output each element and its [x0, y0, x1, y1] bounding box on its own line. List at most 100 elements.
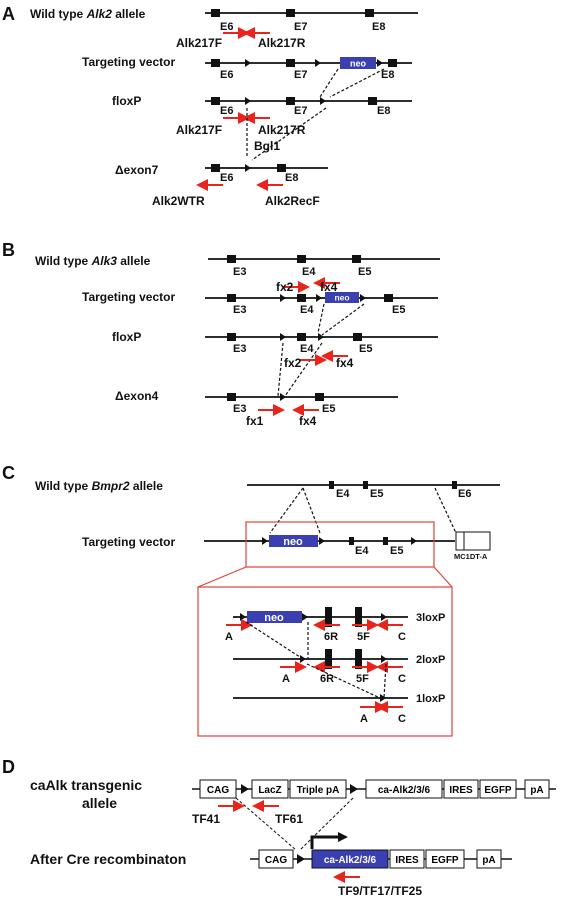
- primer-label: C: [398, 631, 406, 643]
- exon-label: E8: [381, 69, 394, 81]
- loxp-triangle: [241, 784, 249, 794]
- primer-label: Alk217R: [258, 123, 306, 137]
- exon-block: [286, 97, 295, 105]
- exon-label: E6: [458, 488, 471, 500]
- exon-block: [365, 9, 374, 17]
- loxp-triangle: [300, 655, 306, 663]
- svg-text:Triple pA: Triple pA: [297, 785, 340, 796]
- loxp-triangle: [380, 694, 386, 702]
- row-label-targeting-vector: Targeting vector: [82, 290, 175, 304]
- primer-label: A: [282, 673, 290, 685]
- row-label-transgenic: caAlk transgenic: [30, 777, 142, 793]
- exon-block: [286, 59, 295, 67]
- loxp-triangle: [245, 59, 251, 67]
- recombination-dash: [235, 797, 297, 851]
- primer-label: A: [225, 631, 233, 643]
- recombination-dash: [284, 342, 323, 397]
- exon-label: E3: [233, 343, 246, 355]
- mc1dta-cassette: [455, 531, 491, 551]
- recombination-dash: [383, 663, 387, 699]
- exon-label: E7: [294, 21, 307, 33]
- loxp-triangle: [318, 333, 324, 341]
- recombination-dash: [319, 68, 339, 98]
- zoom-connector: [197, 566, 247, 588]
- exon-label: E3: [233, 403, 246, 415]
- svg-text:ca-Alk2/3/6: ca-Alk2/3/6: [324, 855, 377, 866]
- row-label-wild-type-bmpr2: Wild type Bmpr2 allele: [35, 479, 163, 493]
- loxp-triangle: [319, 537, 325, 545]
- panel-letter-b: B: [2, 240, 15, 260]
- exon-block: [325, 649, 332, 669]
- row-label-floxp: floxP: [112, 94, 141, 108]
- neo-label: neo: [334, 293, 349, 303]
- primer-label: Alk2RecF: [265, 194, 320, 208]
- svg-text:EGFP: EGFP: [484, 785, 512, 796]
- neo-cassette: [269, 535, 318, 547]
- recombination-dash: [321, 303, 365, 336]
- exon-block: [211, 9, 220, 17]
- neo-cassette: [340, 57, 376, 69]
- row-label-transgenic-line2: allele: [82, 795, 117, 811]
- recombination-dash: [277, 342, 284, 397]
- exon-block: [353, 333, 362, 341]
- primer-label: Alk217F: [176, 123, 222, 137]
- loxp-triangle: [316, 294, 322, 302]
- panel-letter-c: C: [2, 463, 15, 483]
- zoom-source-box: [245, 521, 435, 568]
- primer-label: C: [398, 673, 406, 685]
- loxp-triangle: [240, 613, 246, 621]
- primer-label: fx4: [299, 414, 317, 428]
- loxp-triangle: [262, 537, 268, 545]
- recombination-dash: [245, 621, 304, 660]
- exon-block: [297, 294, 306, 302]
- pa-box: pA: [476, 849, 502, 869]
- exon-block: [355, 649, 362, 669]
- primer-label: fx1: [246, 414, 264, 428]
- recombination-dash: [251, 107, 327, 161]
- exon-block: [315, 393, 324, 401]
- svg-text:CAG: CAG: [207, 785, 229, 796]
- svg-text:ca-Alk2/3/6: ca-Alk2/3/6: [378, 785, 431, 796]
- exon-label: E4: [302, 266, 316, 278]
- exon-label: E8: [377, 105, 390, 117]
- panel-letter-a: A: [2, 4, 15, 24]
- egfp-box: EGFP: [425, 849, 465, 869]
- primer-label: fx2: [284, 356, 302, 370]
- recombination-dash: [306, 663, 381, 699]
- svg-text:IRES: IRES: [449, 785, 473, 796]
- panel-a: A Wild type Alk2 allele Targeting vector…: [2, 4, 418, 208]
- exon-label: E4: [355, 545, 369, 557]
- zoom-connector: [433, 566, 453, 588]
- loxp-triangle: [381, 613, 387, 621]
- exon-block: [363, 481, 368, 489]
- loxp-triangle: [360, 294, 366, 302]
- svg-text:IRES: IRES: [395, 855, 419, 866]
- loxp-triangle: [245, 164, 251, 172]
- row-label-delta-exon4: Δexon4: [115, 389, 159, 403]
- exon-block: [352, 255, 361, 263]
- loxp-triangle: [245, 97, 251, 105]
- homology-arm-dash: [434, 487, 457, 534]
- exon-label: E5: [370, 488, 383, 500]
- loxp-triangle: [350, 784, 358, 794]
- loxp-triangle: [297, 854, 305, 864]
- row-label-wild-type-alk3: Wild type Alk3 allele: [35, 254, 151, 268]
- exon-block: [227, 333, 236, 341]
- exon-label: E5: [359, 343, 372, 355]
- panel-letter-d: D: [2, 757, 15, 777]
- svg-text:CAG: CAG: [265, 855, 287, 866]
- loxp-triangle: [280, 393, 286, 401]
- recombination-dash: [299, 797, 354, 851]
- primer-label: 6R: [324, 631, 338, 643]
- exon-label: E5: [358, 266, 371, 278]
- primer-label: TF9/TF17/TF25: [338, 884, 422, 898]
- loxp-triangle: [302, 613, 308, 621]
- cassette-label: MC1DT-A: [454, 552, 488, 561]
- svg-text:pA: pA: [482, 855, 495, 866]
- exon-label: E4: [300, 343, 314, 355]
- exon-label: E6: [220, 172, 233, 184]
- svg-text:pA: pA: [530, 785, 543, 796]
- row-label-wild-type-alk2: Wild type Alk2 allele: [30, 7, 146, 21]
- exon-block: [211, 164, 220, 172]
